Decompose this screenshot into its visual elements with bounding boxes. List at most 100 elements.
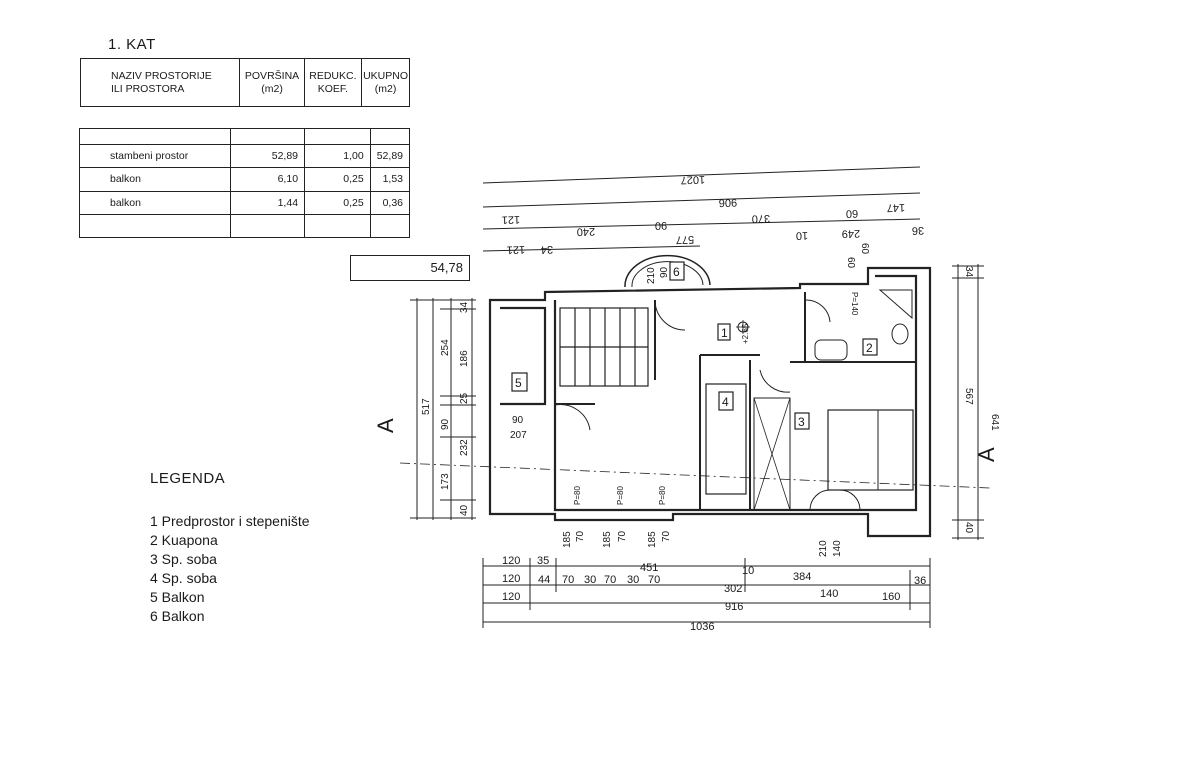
dim-label: 916 [725,601,743,613]
level-mark-label: +2.65 [741,323,750,344]
dim-label: 70 [617,530,628,542]
row-total: 1,53 [369,167,411,192]
dim-label: 185 [562,531,573,548]
dim-label: 120 [502,555,520,567]
room-number-box [669,261,685,281]
dim-label: 186 [459,350,470,367]
dim-label: 240 [577,225,596,238]
wardrobe-line [753,397,791,511]
header-line: KOEF. [317,82,349,95]
dim-label: 210 [646,267,657,284]
header-line: UKUPNO [363,69,408,82]
table-row: balkon 6,10 0,25 1,53 [79,167,411,192]
dim-label: 370 [752,212,771,225]
door-label: P=80 [658,486,667,505]
dim-label: 40 [459,504,470,516]
row-coef: 0,25 [304,190,371,215]
room-number-box [718,391,734,411]
floor-title: 1. KAT [108,36,156,53]
row-area: 6,10 [229,167,306,192]
dim-label: 567 [963,388,974,405]
dim-label: 1036 [690,621,714,633]
dim-label: 140 [832,540,843,557]
toilet [891,323,909,345]
row-area: 52,89 [229,144,306,169]
door-swing [554,404,591,431]
dim-label: 147 [887,201,906,214]
balcony-6-arc [631,261,704,288]
balcony-6-arc [624,254,711,288]
header-line: NAZIV PROSTORIJE [111,69,212,82]
room-number-box [794,412,810,430]
dim-label: 173 [440,473,451,490]
dim-label: 90 [655,219,668,231]
dim-label: 90 [659,266,670,278]
dim-label: 34 [963,266,974,278]
dim-label: 70 [562,574,574,586]
dim-label: 40 [963,522,974,534]
sink [814,339,848,361]
dim-label: 90 [440,418,451,430]
dim-label: 60 [846,207,859,219]
dim-label: 70 [661,530,672,542]
legend-item: 1 Predprostor i stepenište [150,513,310,529]
legend-item: 4 Sp. soba [150,570,217,586]
door-swing [839,489,861,511]
table-cell [304,213,371,239]
door-swing [809,489,831,511]
dim-label: 906 [719,196,738,209]
header-line: ILI PROSTORA [111,82,185,95]
dim-label: 34 [541,243,554,255]
dim-label: 249 [842,227,861,240]
table-cell [79,213,231,239]
grand-total-box: 54,78 [350,255,470,281]
exterior-wall [488,266,932,538]
table-row: stambeni prostor 52,89 1,00 52,89 [79,144,411,169]
wardrobe [753,397,791,511]
row-total: 0,36 [369,190,411,215]
table-cell [229,213,306,239]
door-label: P=80 [616,486,625,505]
dim-label: 1027 [680,173,705,186]
room-number: 1 [721,326,728,340]
door-swing [759,369,791,393]
legend-title: LEGENDA [150,470,226,487]
dim-label: 60 [845,257,856,269]
header-line: (m2) [261,82,283,95]
dim-label: 60 [859,243,870,255]
header-line: (m2) [374,82,397,95]
dim-label: 10 [796,229,809,241]
dim-line [482,218,921,230]
shower [878,289,913,320]
bed [827,409,914,491]
dim-label: 121 [502,213,521,226]
table-row: balkon 1,44 0,25 0,36 [79,190,411,215]
dim-label: 120 [502,573,520,585]
door-swing [804,299,831,323]
door-swing [654,299,686,331]
table-cell [369,213,411,239]
dim-label: 30 [584,574,596,586]
dim-label: 10 [742,565,754,577]
dim-label: 384 [793,571,811,583]
dim-label: 140 [820,588,838,600]
dim-label: 120 [502,591,520,603]
dim-label: 70 [575,530,586,542]
room-number: 5 [515,376,522,390]
area-table-body: stambeni prostor 52,89 1,00 52,89 balkon… [79,127,411,239]
header-room-name: NAZIV PROSTORIJE ILI PROSTORA [79,58,241,107]
legend-item: 5 Balkon [150,589,205,605]
dim-label: 185 [647,531,658,548]
dim-label: 517 [421,398,432,415]
legend-item: 6 Balkon [150,608,205,624]
dim-line [482,166,921,184]
dim-line [482,245,701,252]
section-marker-right: A [974,447,999,462]
dim-label: 160 [882,591,900,603]
inner-wall [553,274,918,512]
dim-label: 36 [914,575,926,587]
legend-item: 3 Sp. soba [150,551,217,567]
bed [705,383,747,495]
dim-label: 25 [459,392,470,404]
header-line: POVRŠINA [244,69,300,82]
